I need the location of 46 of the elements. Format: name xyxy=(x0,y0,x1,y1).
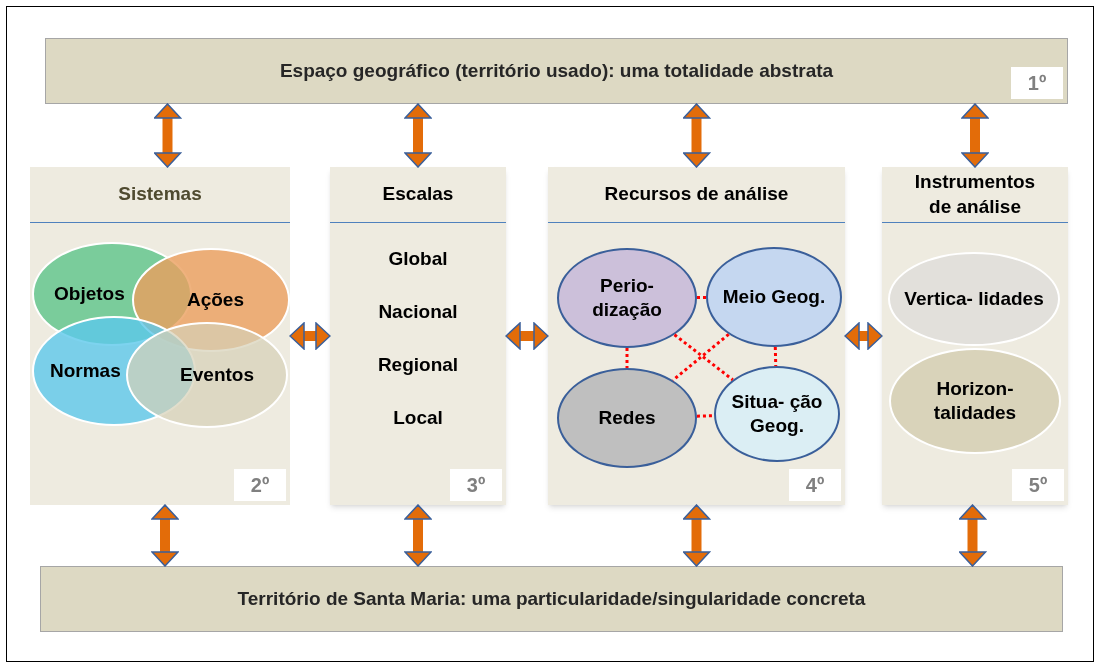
dotted-connector xyxy=(625,348,629,368)
ellipse-label: Horizon- talidades xyxy=(932,377,1018,425)
step-number: 5º xyxy=(1012,469,1064,501)
ellipse-label: Objetos xyxy=(53,282,126,306)
panel-heading: Instrumentos de análise xyxy=(914,169,1036,219)
step-number: 3º xyxy=(450,469,502,501)
step-number: 4º xyxy=(789,469,841,501)
list-item: Global xyxy=(388,247,448,271)
double-arrow xyxy=(844,322,883,350)
double-arrow xyxy=(151,504,179,567)
list-item: Regional xyxy=(377,353,459,377)
dotted-connector xyxy=(697,295,706,299)
bar-text: Espaço geográfico (território usado): uma totalidade abstrata xyxy=(279,58,834,83)
panel-heading: Sistemas xyxy=(118,182,202,207)
double-arrow xyxy=(682,103,711,168)
step-number: 1º xyxy=(1011,67,1063,99)
ellipse-label: Situa- ção Geog. xyxy=(730,390,824,438)
panel xyxy=(548,167,845,505)
list-item: Nacional xyxy=(378,300,458,324)
panel xyxy=(30,167,290,505)
double-arrow xyxy=(404,103,432,168)
panel-heading: Escalas xyxy=(382,182,454,207)
step-number: 2º xyxy=(234,469,286,501)
double-arrow xyxy=(961,103,989,168)
ellipse-label: Ações xyxy=(185,288,245,312)
double-arrow xyxy=(505,322,549,350)
double-arrow xyxy=(153,103,182,168)
double-arrow xyxy=(404,504,432,567)
double-arrow xyxy=(682,504,711,567)
dotted-connector xyxy=(696,414,715,418)
bar-text: Território de Santa Maria: uma particularidade/singularidade concreta xyxy=(237,586,866,611)
double-arrow xyxy=(289,322,331,350)
ellipse-label: Vertica- lidades xyxy=(903,287,1045,311)
heading-bar xyxy=(40,566,1063,632)
list-item: Local xyxy=(393,406,443,430)
panel xyxy=(882,167,1068,505)
heading-bar xyxy=(45,38,1068,104)
ellipse-label: Eventos xyxy=(179,363,255,387)
dotted-connector xyxy=(773,346,778,367)
panel xyxy=(330,167,506,505)
ellipse-label: Redes xyxy=(597,406,657,430)
ellipse-label: Meio Geog. xyxy=(721,285,827,309)
double-arrow xyxy=(958,504,987,567)
panel-heading: Recursos de análise xyxy=(604,182,789,207)
ellipse-label: Normas xyxy=(49,359,122,383)
ellipse-label: Perio- dização xyxy=(591,274,663,322)
